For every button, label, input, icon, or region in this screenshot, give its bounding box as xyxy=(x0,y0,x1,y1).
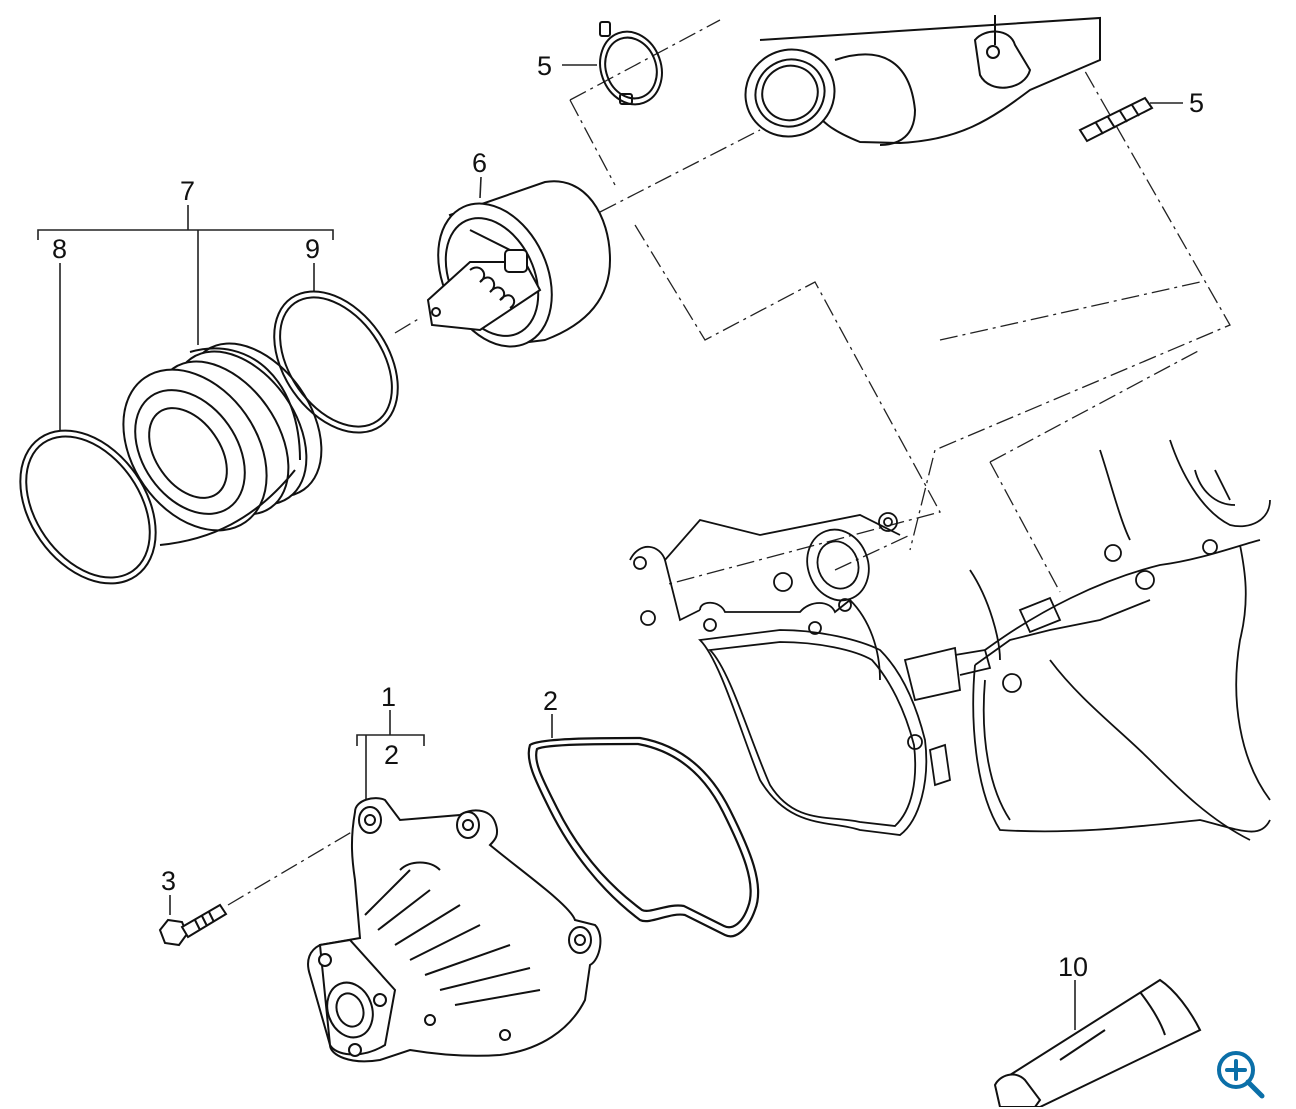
coolant-flange-part-7 xyxy=(122,342,323,546)
zoom-in-button[interactable] xyxy=(1210,1044,1270,1104)
callout-8: 8 xyxy=(52,234,67,264)
assembly-leader-lines xyxy=(227,19,1231,906)
callout-leaders xyxy=(37,64,1183,1030)
callout-labels: 5 5 6 7 8 9 1 2 2 3 10 xyxy=(52,51,1204,982)
callout-2-pump: 2 xyxy=(384,740,399,770)
engine-block-housing xyxy=(629,439,1271,841)
callout-5-right: 5 xyxy=(1189,88,1204,118)
stud-part-5 xyxy=(1078,96,1154,143)
o-ring-part-8 xyxy=(19,429,157,585)
callout-3: 3 xyxy=(161,866,176,896)
water-pump-part-1 xyxy=(307,797,602,1063)
thermostat-part-6 xyxy=(426,180,612,348)
sealant-tube-part-10 xyxy=(993,978,1202,1107)
coolant-pipe-housing xyxy=(744,15,1101,146)
gasket-part-2 xyxy=(527,736,760,938)
callout-2-gasket: 2 xyxy=(543,686,558,716)
circlip-part-5 xyxy=(599,21,663,106)
callout-6: 6 xyxy=(472,148,487,178)
bolt-part-3 xyxy=(158,903,228,947)
callout-1: 1 xyxy=(381,682,396,712)
zoom-in-icon xyxy=(1217,1051,1265,1099)
callout-10: 10 xyxy=(1058,952,1088,982)
callout-9: 9 xyxy=(305,234,320,264)
o-ring-part-9 xyxy=(273,290,399,434)
callout-7: 7 xyxy=(180,176,195,206)
callout-5-top: 5 xyxy=(537,51,552,81)
